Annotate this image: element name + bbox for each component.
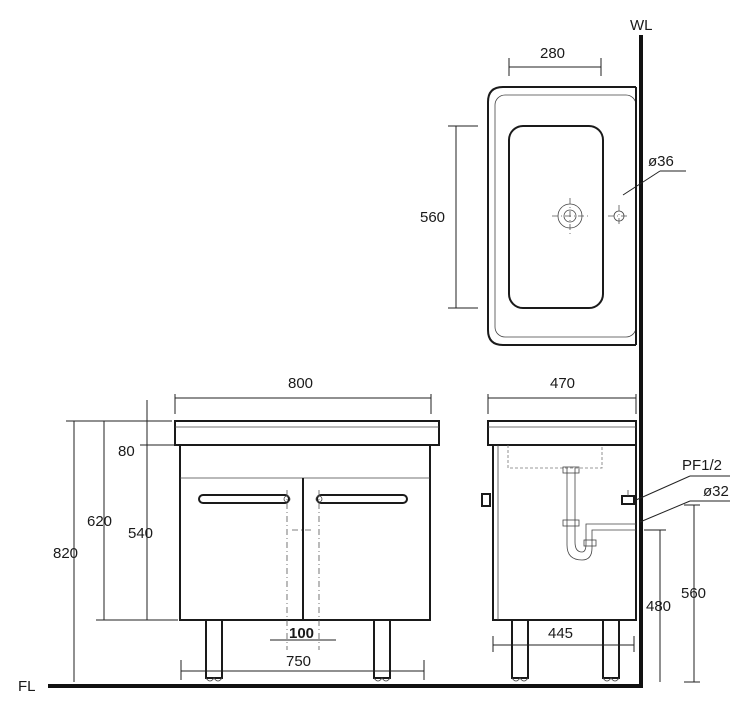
dim-top-width: 280 [508, 45, 602, 76]
dim-front-width: 800 [174, 375, 432, 414]
svg-text:445: 445 [548, 625, 573, 642]
svg-text:540: 540 [128, 525, 153, 542]
dim-leg-spacing-side: 445 [492, 625, 635, 652]
supply-thread-callout: PF1/2 [635, 457, 730, 501]
dim-door-height: 540 [128, 445, 178, 621]
faucet-hole-diameter-label: ø36 [648, 153, 674, 170]
handle-left [198, 494, 290, 504]
svg-text:280: 280 [540, 45, 565, 62]
floor-label: FL [18, 678, 36, 695]
svg-text:620: 620 [87, 513, 112, 530]
svg-text:820: 820 [53, 545, 78, 562]
dim-drain-height: 480 [644, 529, 671, 682]
svg-text:560: 560 [681, 585, 706, 602]
side-leg-back [602, 619, 620, 679]
top-view-outline [487, 86, 636, 346]
svg-text:800: 800 [288, 375, 313, 392]
drain-trap [566, 468, 636, 561]
dim-handle-gap: 100 [270, 625, 336, 642]
basin-bowl [508, 125, 604, 309]
svg-text:480: 480 [646, 598, 671, 615]
dim-total-height: 820 [53, 420, 96, 682]
front-leg-left [205, 619, 223, 679]
dim-side-depth: 470 [487, 375, 637, 414]
side-leg-front [511, 619, 529, 679]
side-countertop [487, 420, 637, 446]
side-view [481, 420, 637, 682]
front-cabinet [179, 444, 431, 621]
svg-text:ø32: ø32 [703, 483, 729, 500]
front-countertop [174, 420, 440, 446]
wall-label: WL [630, 17, 653, 34]
svg-text:560: 560 [420, 209, 445, 226]
handle-right [316, 494, 408, 504]
side-cabinet [492, 444, 637, 621]
svg-text:100: 100 [289, 625, 314, 642]
dim-leg-spacing-front: 750 [180, 653, 425, 680]
svg-text:80: 80 [118, 443, 135, 460]
svg-text:PF1/2: PF1/2 [682, 457, 722, 474]
top-view: ø36 [487, 86, 686, 346]
front-view [174, 420, 440, 682]
dim-counter-thickness: 80 [118, 400, 178, 465]
dim-top-depth: 560 [420, 125, 478, 309]
hidden-basin [507, 445, 603, 469]
front-leg-right [373, 619, 391, 679]
svg-text:750: 750 [286, 653, 311, 670]
dim-cabinet-height: 620 [87, 420, 172, 621]
drain-diameter-callout: ø32 [639, 483, 730, 523]
svg-text:470: 470 [550, 375, 575, 392]
supply-valve [621, 495, 635, 505]
drain-hole-inner [563, 209, 577, 223]
dim-supply-height: 560 [681, 504, 706, 683]
side-handle-knob [481, 493, 491, 507]
